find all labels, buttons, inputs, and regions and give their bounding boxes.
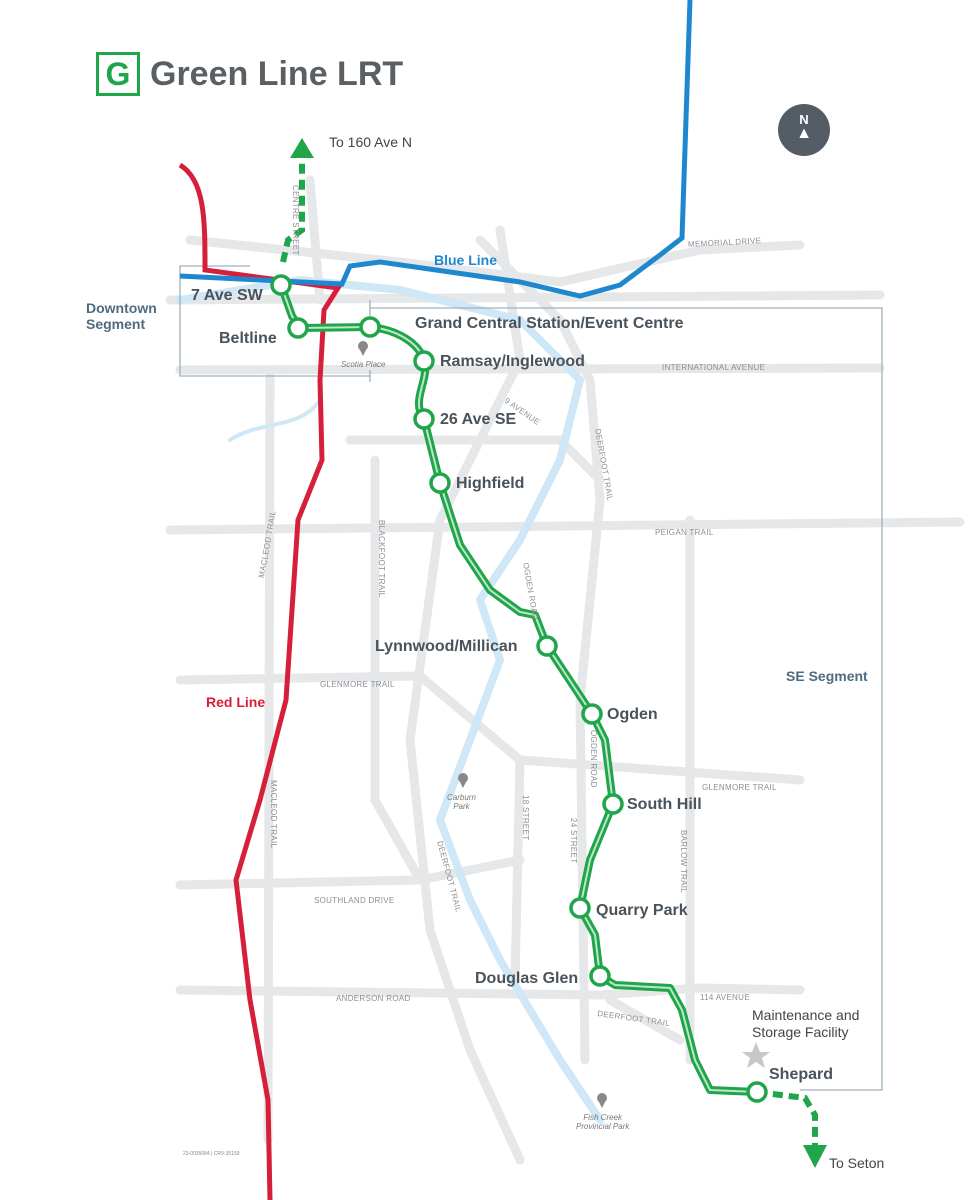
se-bracket [370, 307, 883, 1091]
facility-line1: Maintenance and [752, 1007, 860, 1023]
pin-icon [358, 341, 368, 356]
station-marker [536, 635, 558, 657]
green-line-south-extension [756, 1089, 818, 1145]
direction-south: To Seton [829, 1155, 885, 1171]
station-marker [602, 793, 624, 815]
north-arrow-icon: N▲ [778, 104, 830, 156]
road-label: 114 AVENUE [700, 993, 750, 1002]
station-26-ave-se[interactable]: 26 Ave SE [440, 411, 517, 428]
road-label: SOUTHLAND DRIVE [314, 896, 395, 905]
roads [165, 175, 965, 1165]
station-shepard[interactable]: Shepard [769, 1066, 834, 1083]
red-line-label: Red Line [206, 694, 266, 710]
road-label: GLENMORE TRAIL [702, 783, 777, 792]
road-label: 18 STREET [521, 795, 530, 841]
station-marker [270, 274, 292, 296]
blue-line-label: Blue Line [434, 252, 498, 268]
station-7-ave-sw[interactable]: 7 Ave SW [191, 287, 263, 304]
north-arrow-head [290, 138, 314, 158]
station-marker [359, 316, 381, 338]
station-lynnwood-millican[interactable]: Lynnwood/Millican [375, 638, 518, 655]
carburn-line1: Carburn [447, 793, 476, 802]
fishcreek-line1: Fish Creek [583, 1113, 623, 1122]
direction-north: To 160 Ave N [329, 134, 413, 150]
station-marker [589, 965, 611, 987]
south-arrow-head [803, 1145, 827, 1168]
title-text: Green Line LRT [150, 54, 404, 93]
station-highfield[interactable]: Highfield [456, 475, 525, 492]
station-markers [270, 274, 768, 1103]
fishcreek-line2: Provincial Park [576, 1122, 630, 1131]
pin-icon [597, 1093, 607, 1108]
downtown-segment-line2: Segment [86, 316, 146, 332]
station-beltline[interactable]: Beltline [219, 330, 277, 347]
station-marker [413, 350, 435, 372]
station-marker [429, 472, 451, 494]
pin-icon [458, 773, 468, 788]
blue-line [179, 0, 693, 299]
road-label: 24 STREET [569, 818, 578, 864]
road-label: GLENMORE TRAIL [320, 680, 395, 689]
road-label: PEIGAN TRAIL [655, 528, 714, 537]
road-label: OGDEN ROAD [589, 730, 598, 788]
facility-line2: Storage Facility [752, 1024, 849, 1040]
road-label: ANDERSON ROAD [336, 994, 411, 1003]
place-pins [358, 341, 607, 1108]
station-grand-central[interactable]: Grand Central Station/Event Centre [415, 315, 684, 332]
north-label: N [799, 112, 809, 127]
road-label: MACLEOD TRAIL [269, 780, 278, 849]
station-quarry-park[interactable]: Quarry Park [596, 902, 688, 919]
station-marker [287, 317, 309, 339]
carburn-line2: Park [453, 802, 470, 811]
star-icon [742, 1042, 770, 1068]
scotia-place-label: Scotia Place [341, 360, 386, 369]
road-label: INTERNATIONAL AVENUE [662, 363, 766, 372]
red-line [178, 162, 343, 1200]
road-label: BLACKFOOT TRAIL [377, 520, 386, 598]
road-label: BARLOW TRAIL [679, 830, 688, 894]
river [176, 275, 604, 1124]
station-ramsay-inglewood[interactable]: Ramsay/Inglewood [440, 353, 585, 370]
station-marker [569, 897, 591, 919]
station-south-hill[interactable]: South Hill [627, 796, 702, 813]
map-title: G Green Line LRT [96, 52, 403, 96]
station-marker [746, 1081, 768, 1103]
footer-code: 23-0035084 | CRV-35159 [183, 1151, 240, 1157]
north-pointer-icon: ▲ [796, 125, 812, 142]
station-marker [581, 703, 603, 725]
se-segment-label: SE Segment [786, 668, 868, 684]
green-line-logo: G [96, 52, 140, 96]
station-douglas-glen[interactable]: Douglas Glen [475, 970, 579, 987]
station-marker [413, 408, 435, 430]
road-label: CENTRE STREET [291, 185, 300, 256]
station-ogden[interactable]: Ogden [607, 706, 658, 723]
downtown-segment-line1: Downtown [86, 300, 157, 316]
